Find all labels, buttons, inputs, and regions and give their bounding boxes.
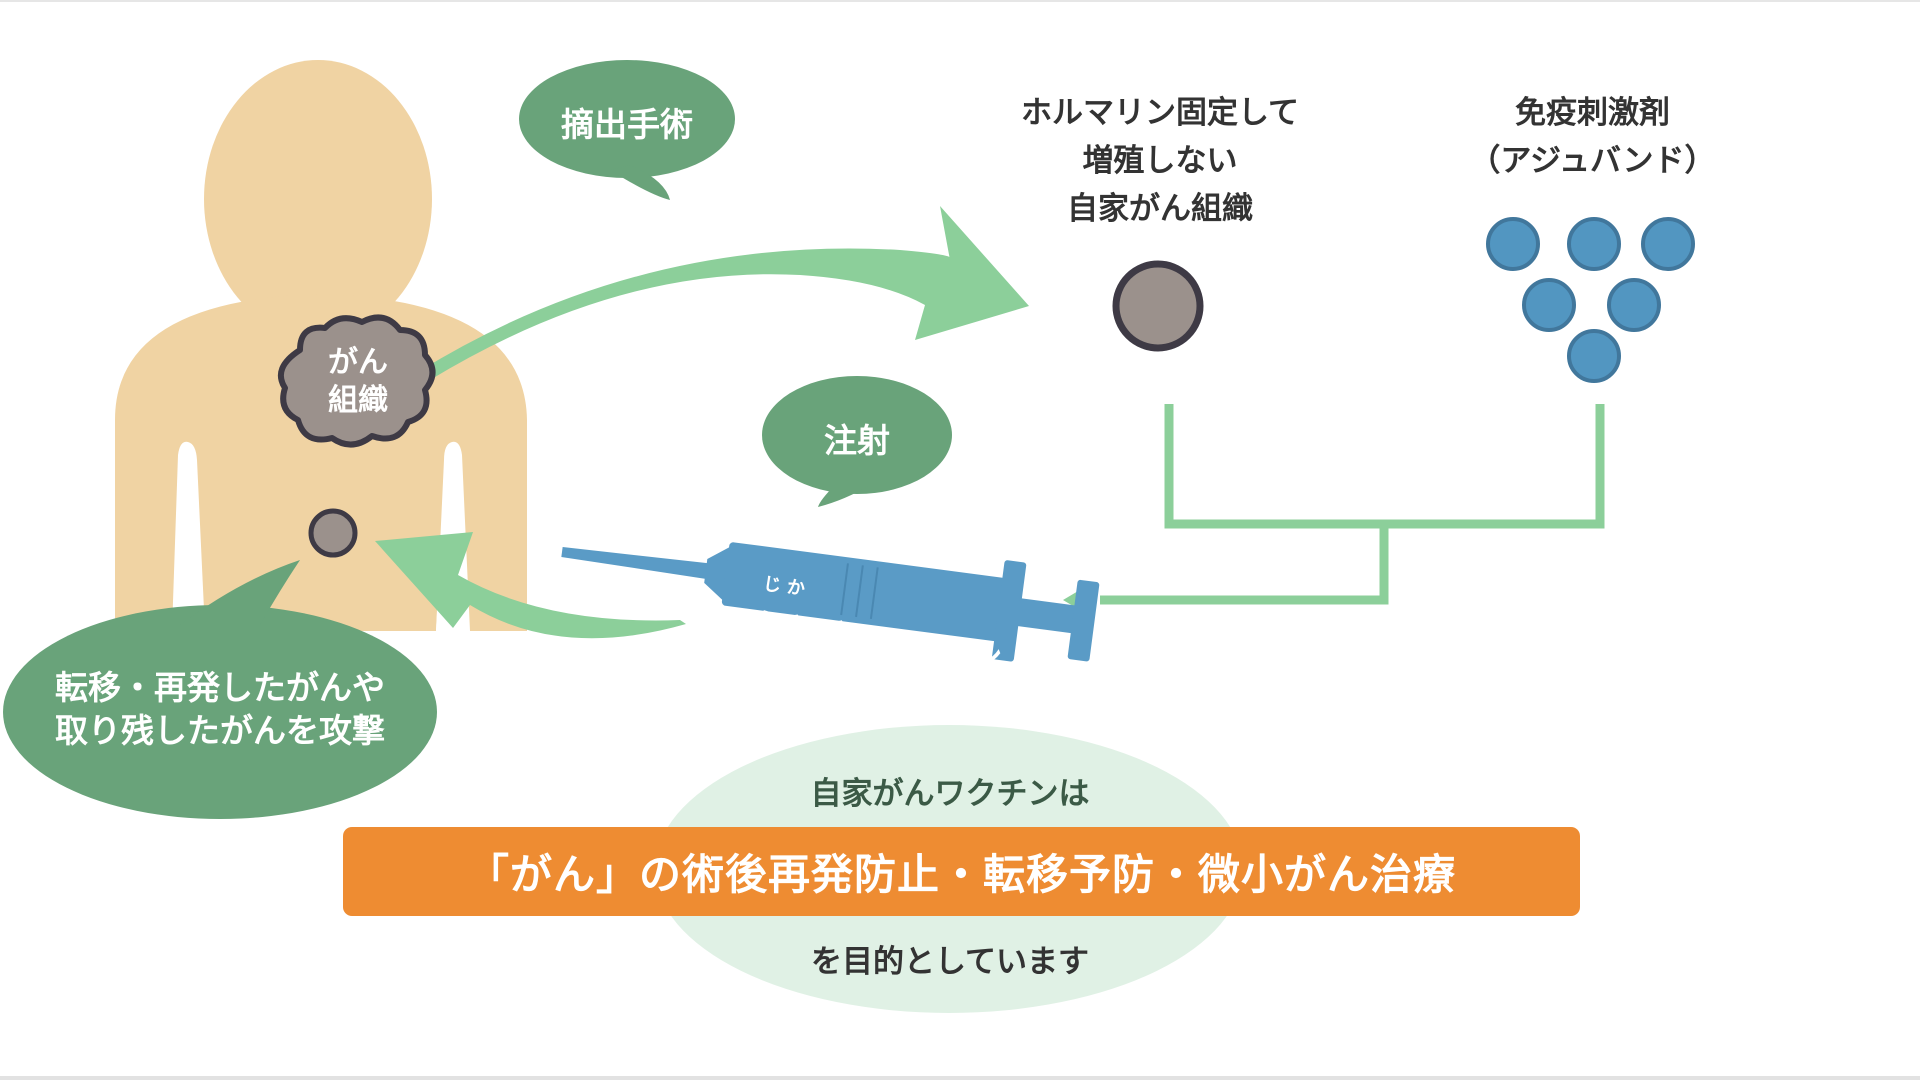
injection-bubble [762,376,952,507]
top-divider [0,0,1920,2]
combine-bracket [1100,404,1605,605]
tumor-label-line2: 組織 [328,383,388,418]
adjuvant-dot [1607,278,1661,332]
tumor-cloud-icon [278,314,436,448]
tumor-label: がん 組織 [318,344,398,420]
surgery-bubble [519,60,735,200]
adjuvant-line1: 免疫刺激剤 [1515,95,1670,131]
injection-bubble-label: 注射 [824,421,890,460]
syringe-icon [561,542,1100,662]
attack-line2: 取り残したがんを攻撃 [55,711,385,750]
summary-highlight-text: 「がん」の術後再発防止・転移予防・微小がん治療 [466,850,1456,899]
adjuvant-dot [1567,329,1621,383]
patient-head [204,60,432,338]
metastasis-tumor-icon [308,508,358,558]
adjuvant-dot [1567,217,1621,271]
syringe-label: 自家がんワクチン [745,605,1005,678]
syringe-ruby: じか [761,573,813,601]
attack-bubble [3,560,437,819]
arm-gap-left [178,443,205,631]
tumor-label-line1: がん [328,345,388,380]
fixed-tissue-label: ホルマリン固定して 増殖しない 自家がん組織 [960,89,1360,233]
adjuvant-dot [1641,217,1695,271]
attack-line1: 転移・再発したがんや [55,668,385,707]
adjuvant-dots [1486,217,1695,383]
adjuvant-label: 免疫刺激剤 （アジュバンド） [1420,89,1765,185]
adjuvant-dot [1522,278,1576,332]
return-arrow [375,532,686,639]
bottom-divider [0,1076,1920,1080]
adjuvant-line2: （アジュバンド） [1469,143,1716,179]
surgery-arrow [418,206,1029,380]
attack-bubble-label: 転移・再発したがんや 取り残したがんを攻撃 [20,666,420,752]
summary-highlight-bar: 「がん」の術後再発防止・転移予防・微小がん治療 [343,827,1580,916]
adjuvant-dot [1486,217,1540,271]
fixed-tissue-line1: ホルマリン固定して [1020,95,1300,131]
fixed-tissue-line3: 自家がん組織 [1067,191,1253,227]
fixed-tissue-icon [1112,260,1204,352]
summary-bottom-text: を目的としています [810,944,1090,980]
surgery-bubble-label: 摘出手術 [561,105,693,144]
fixed-tissue-line2: 増殖しない [1082,143,1238,179]
summary-top-text: 自家がんワクチンは [810,776,1090,812]
